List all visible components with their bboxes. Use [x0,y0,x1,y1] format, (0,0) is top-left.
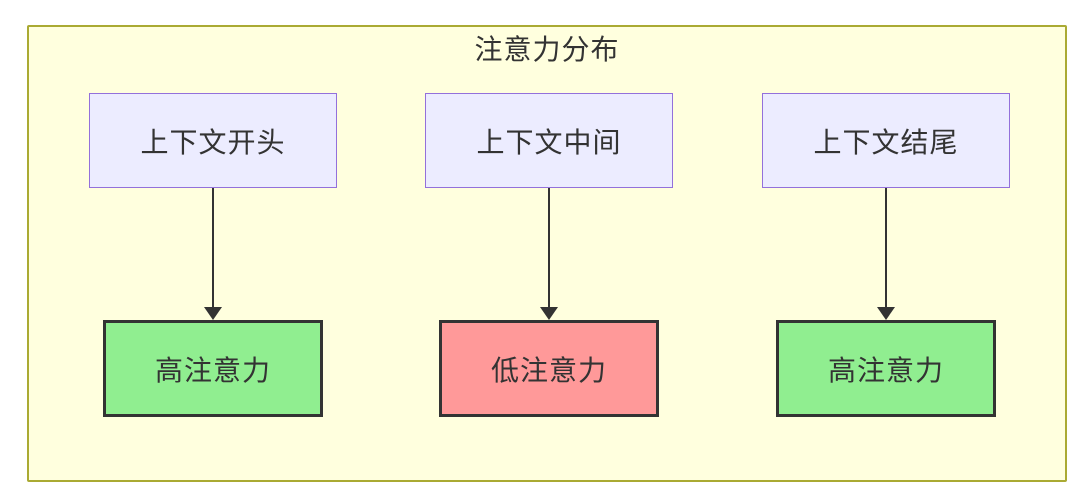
flow-column-context-start: 上下文开头 高注意力 [83,93,343,417]
node-label: 上下文结尾 [813,126,959,158]
down-arrow [540,188,558,320]
node-label: 上下文中间 [476,126,622,158]
node-label: 上下文开头 [140,126,286,158]
arrow-line [885,188,887,308]
node-context-end: 上下文结尾 [762,93,1010,188]
flow-column-context-end: 上下文结尾 高注意力 [756,93,1016,417]
node-label: 低注意力 [490,354,607,386]
down-arrow [204,188,222,320]
node-high-attention-right: 高注意力 [776,320,996,417]
node-label: 高注意力 [154,354,271,386]
node-context-middle: 上下文中间 [425,93,673,188]
flow-column-context-middle: 上下文中间 低注意力 [419,93,679,417]
node-low-attention: 低注意力 [439,320,659,417]
arrow-line [548,188,550,308]
node-context-start: 上下文开头 [89,93,337,188]
arrow-head-icon [540,307,558,320]
arrow-head-icon [204,307,222,320]
arrow-line [212,188,214,308]
node-high-attention-left: 高注意力 [103,320,323,417]
node-label: 高注意力 [827,354,944,386]
arrow-head-icon [877,307,895,320]
down-arrow [877,188,895,320]
diagram-title: 注意力分布 [474,34,620,65]
